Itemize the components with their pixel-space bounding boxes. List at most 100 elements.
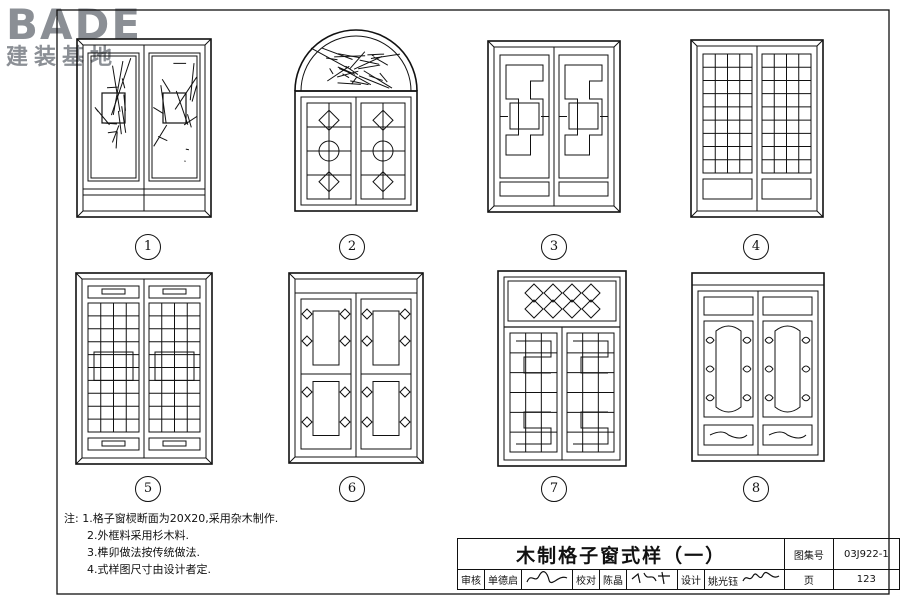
frame-line — [703, 296, 754, 316]
frame-line — [703, 424, 754, 446]
frame-line — [101, 288, 126, 295]
lattice-motif — [339, 335, 351, 347]
lattice-motif — [301, 308, 313, 320]
window-7-drawing — [497, 270, 627, 467]
checker-signature-scribble — [631, 571, 670, 585]
lattice-motif — [361, 416, 373, 428]
outer-frame — [76, 38, 212, 218]
lattice-bar — [358, 64, 381, 70]
frame-line — [761, 178, 812, 200]
lattice-motif — [399, 308, 411, 320]
outer-frame — [294, 90, 418, 212]
lattice-bar — [75, 457, 83, 465]
lattice-bar — [327, 65, 350, 82]
lattice-bar — [373, 56, 389, 66]
lattice-bar — [191, 85, 198, 102]
lattice-motif — [524, 283, 544, 303]
lattice-motif — [505, 64, 544, 156]
frame-line — [148, 437, 201, 451]
lattice-motif — [764, 394, 774, 402]
lattice-motif — [573, 340, 609, 374]
lattice-bar — [76, 210, 84, 218]
frame-line — [87, 52, 140, 182]
lattice-bar — [161, 78, 171, 93]
window-6-drawing — [288, 272, 424, 464]
lattice-bar — [288, 456, 296, 464]
frame-line — [691, 272, 825, 286]
lattice-motif — [361, 308, 373, 320]
lattice-bar — [345, 65, 359, 76]
lattice-bar — [75, 272, 83, 280]
lattice-bar — [95, 108, 110, 126]
light-pane — [101, 92, 126, 124]
lattice-bar — [121, 78, 126, 89]
lattice-motif — [742, 365, 752, 373]
review-label: 审核 — [457, 569, 485, 590]
lattice-motif — [361, 386, 373, 398]
lattice-motif — [705, 365, 715, 373]
lattice-bar — [358, 75, 390, 89]
window-1-drawing — [76, 38, 212, 218]
lattice-bar — [816, 39, 824, 47]
lattice-bar — [329, 68, 334, 75]
lattice-bar — [184, 160, 186, 162]
watermark-subtitle: 建装基地 — [6, 45, 119, 70]
frame-line — [499, 181, 550, 197]
lattice-bar — [337, 66, 356, 75]
lattice-bar — [690, 39, 698, 47]
check-label: 校对 — [572, 569, 600, 590]
lattice-motif — [301, 386, 313, 398]
page-number: 123 — [832, 569, 900, 590]
lattice-bar — [94, 107, 99, 112]
lattice-motif — [581, 299, 601, 319]
lattice-bar — [205, 457, 213, 465]
frame-line — [87, 285, 140, 299]
lattice-motif — [516, 411, 552, 445]
frame-line — [762, 296, 813, 316]
lattice-bar — [349, 51, 366, 69]
reviewer-signature — [521, 569, 573, 590]
note-item-2: 2.外框料采用杉木料. — [87, 529, 189, 542]
frame-line — [101, 440, 126, 447]
lattice-bar — [111, 125, 120, 143]
lattice-motif — [294, 29, 418, 92]
window-label-4: 4 — [743, 234, 769, 260]
lattice-motif — [301, 416, 313, 428]
lattice-bar — [370, 53, 401, 59]
window-4-drawing — [690, 39, 824, 218]
lattice-bar — [112, 65, 121, 112]
frame-line — [90, 55, 137, 179]
lattice-bar — [334, 55, 366, 58]
lattice-motif — [300, 35, 412, 92]
lattice-motif — [742, 394, 752, 402]
lattice-bar — [363, 70, 393, 89]
lattice-motif — [564, 64, 603, 156]
notes: 注: 1.格子窗棂断面为20X20,采用杂木制作. 2.外框料采用杉木料. 3.… — [64, 510, 278, 578]
checker-name: 陈晶 — [599, 569, 627, 590]
window-2-drawing — [294, 29, 418, 212]
lattice-bar — [368, 75, 383, 81]
lattice-motif — [764, 336, 774, 344]
frame-line — [312, 310, 340, 366]
frame-line — [703, 320, 754, 418]
lattice-motif — [372, 171, 394, 193]
lattice-bar — [416, 272, 424, 280]
lattice-motif — [774, 325, 801, 413]
lattice-bar — [337, 82, 361, 85]
frame-line — [148, 285, 201, 299]
lattice-bar — [204, 210, 212, 218]
frame-line — [148, 52, 201, 182]
lattice-motif — [801, 336, 811, 344]
light-pane — [162, 92, 187, 124]
frame-line — [568, 102, 599, 130]
note-item-1: 1.格子窗棂断面为20X20,采用杂木制作. — [82, 512, 279, 525]
lattice-motif — [339, 416, 351, 428]
lattice-motif — [581, 283, 601, 303]
lattice-bar — [189, 63, 195, 101]
lattice-bar — [325, 57, 338, 61]
frame-line — [372, 381, 400, 436]
window-label-6: 6 — [339, 476, 365, 502]
window-label-5: 5 — [135, 476, 161, 502]
lattice-bar — [185, 148, 189, 151]
lattice-bar — [337, 53, 360, 59]
